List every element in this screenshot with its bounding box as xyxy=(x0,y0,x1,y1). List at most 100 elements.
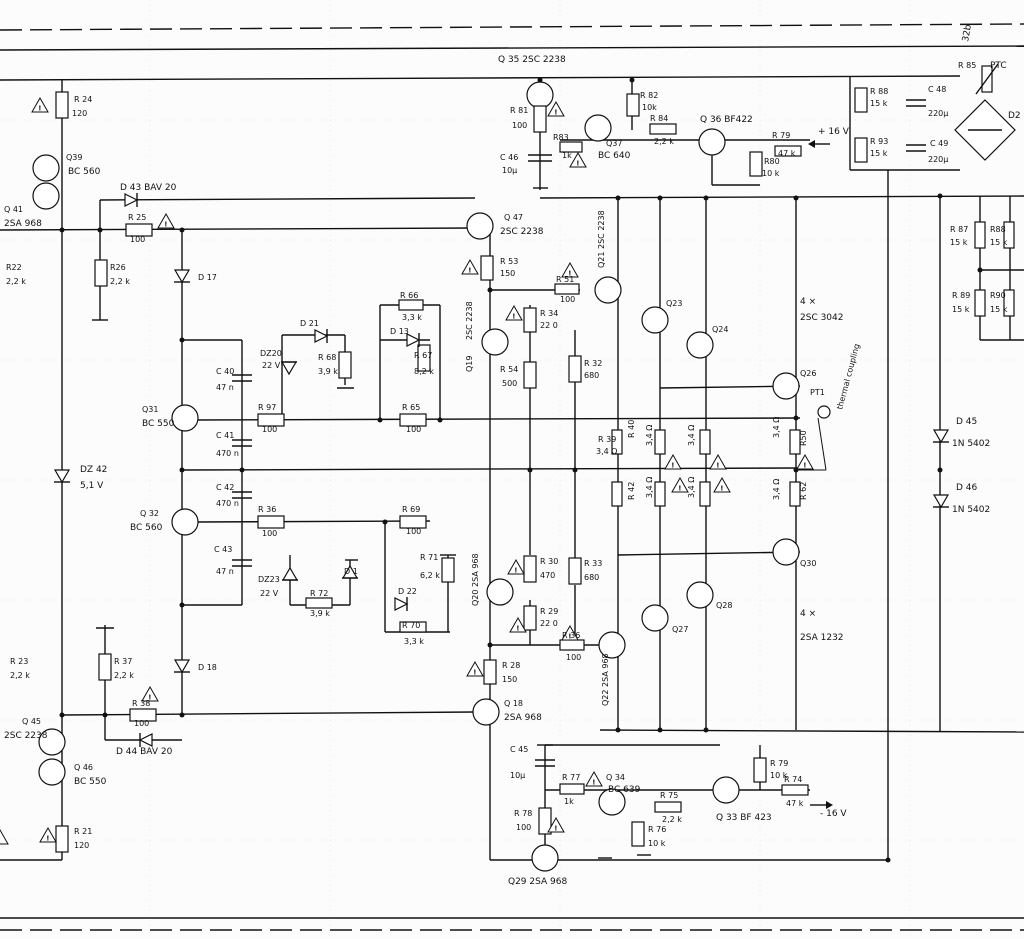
r38-value: 100 xyxy=(134,719,149,728)
c48-label: C 48 xyxy=(928,85,946,94)
transistor-q35-symbol xyxy=(526,81,554,109)
transistor-q46-symbol xyxy=(38,758,66,786)
r42-label: R 42 xyxy=(627,482,636,500)
q46-type: BC 550 xyxy=(74,777,107,787)
r71-label: R 71 xyxy=(420,553,438,562)
c45-label: C 45 xyxy=(510,745,528,754)
r21-value: 120 xyxy=(74,841,89,850)
d45-label: D 45 xyxy=(956,417,977,427)
transistor-q21-symbol xyxy=(594,276,622,304)
warning-icon: ! xyxy=(39,826,57,843)
warning-icon: ! xyxy=(157,212,175,229)
dz42-label: DZ 42 xyxy=(80,465,107,475)
transistor-q47-symbol xyxy=(466,212,494,240)
d44-label: D 44 BAV 20 xyxy=(116,747,173,757)
warning-icon: ! xyxy=(507,558,525,575)
q27-label: Q27 xyxy=(672,625,688,634)
svg-text:!: ! xyxy=(473,669,476,677)
c45-value: 10µ xyxy=(510,771,525,780)
c42-label: C 42 xyxy=(216,483,234,492)
transistor-q39-symbol xyxy=(32,154,60,182)
r93-value: 15 k xyxy=(870,149,888,158)
q36-label: Q 36 BF422 xyxy=(700,115,753,125)
transistor-q31-symbol xyxy=(171,404,199,432)
r89-label: R 89 xyxy=(952,291,970,300)
r89-value: 15 k xyxy=(952,305,970,314)
c49-label: C 49 xyxy=(930,139,948,148)
r39-label: R 39 xyxy=(598,435,616,444)
wiring xyxy=(0,75,1024,861)
q19-label: Q19 xyxy=(465,356,474,372)
warning-icon: ! xyxy=(31,96,49,113)
warning-icon: ! xyxy=(505,304,523,321)
r38-label: R 38 xyxy=(132,699,150,708)
r25-value: 100 xyxy=(130,235,145,244)
q32-type: BC 560 xyxy=(130,523,163,533)
r28-value: 150 xyxy=(502,675,517,684)
r82-value: 10k xyxy=(642,103,657,112)
r50-value: 3,4 Ω xyxy=(772,417,781,438)
svg-text:!: ! xyxy=(671,462,674,470)
svg-text:!: ! xyxy=(592,779,595,787)
r87-label: R 87 xyxy=(950,225,968,234)
r88b-value: 15 k xyxy=(990,238,1008,247)
c43-label: C 43 xyxy=(214,545,232,554)
r83-value: 1k xyxy=(562,151,572,160)
q41-type: 2SA 968 xyxy=(4,219,42,229)
ptc-label: PTC xyxy=(990,61,1007,71)
r36-label: R 36 xyxy=(258,505,276,514)
svg-text:!: ! xyxy=(568,270,571,278)
q18-type: 2SA 968 xyxy=(504,713,542,723)
r22-label: R22 xyxy=(6,263,22,272)
d22-label: D 22 xyxy=(398,587,417,596)
q45-label: Q 45 xyxy=(22,717,41,726)
r28-label: R 28 xyxy=(502,661,520,670)
ground-symbols xyxy=(92,187,651,859)
dz20-label: DZ20 xyxy=(260,349,282,358)
q28-label: Q28 xyxy=(716,601,732,610)
r90-label: R90 xyxy=(990,291,1006,300)
svg-text:!: ! xyxy=(514,567,517,575)
r80-value: 10 k xyxy=(762,169,780,178)
q31-label: Q31 xyxy=(142,405,158,414)
q39-label: Q39 xyxy=(66,153,82,162)
r78-label: R 78 xyxy=(514,809,532,818)
warning-icon: ! xyxy=(461,258,479,275)
c43-value: 47 n xyxy=(216,567,234,576)
svg-text:!: ! xyxy=(148,694,151,702)
transistor-q34-symbol xyxy=(598,788,626,816)
c40-label: C 40 xyxy=(216,367,234,376)
q19-type: 2SC 2238 xyxy=(465,301,474,340)
bridge-label: D2 xyxy=(1008,111,1021,121)
r79b-value: 10 k xyxy=(770,771,788,780)
r33-value: 680 xyxy=(584,573,599,582)
r51-label: R 51 xyxy=(556,275,574,284)
r22-value: 2,2 k xyxy=(6,277,26,286)
r44-value: 3,4 Ω xyxy=(772,479,781,500)
r68-value: 3,9 k xyxy=(318,367,338,376)
r67-value: 8,2 k xyxy=(414,367,434,376)
r51-value: 100 xyxy=(560,295,575,304)
q45-type: 2SC 2238 xyxy=(4,731,48,741)
q46-label: Q 46 xyxy=(74,763,93,772)
q33-label: Q 33 BF 423 xyxy=(716,813,772,823)
r76-label: R 76 xyxy=(648,825,666,834)
safety-warnings: ! ! ! ! ! ! ! ! ! ! ! ! ! ! ! ! ! ! ! ! xyxy=(0,96,814,845)
r40-label: R 40 xyxy=(627,420,636,438)
c40-value: 47 n xyxy=(216,383,234,392)
warning-icon: ! xyxy=(569,151,587,168)
r25-label: R 25 xyxy=(128,213,146,222)
warning-icon: ! xyxy=(664,453,682,470)
q26-label: Q26 xyxy=(800,369,816,378)
r62-label: R 62 xyxy=(799,482,808,500)
c41-label: C 41 xyxy=(216,431,234,440)
r79b-label: R 79 xyxy=(770,759,788,768)
r85-label: R 85 xyxy=(958,61,976,70)
pnp-count-label: 4 × xyxy=(800,609,816,619)
r66-value: 3,3 k xyxy=(402,313,422,322)
transistor-q41-symbol xyxy=(32,182,60,210)
r33-label: R 33 xyxy=(584,559,602,568)
r54-label: R 54 xyxy=(500,365,518,374)
r32-value: 680 xyxy=(584,371,599,380)
r84-label: R 84 xyxy=(650,114,668,123)
